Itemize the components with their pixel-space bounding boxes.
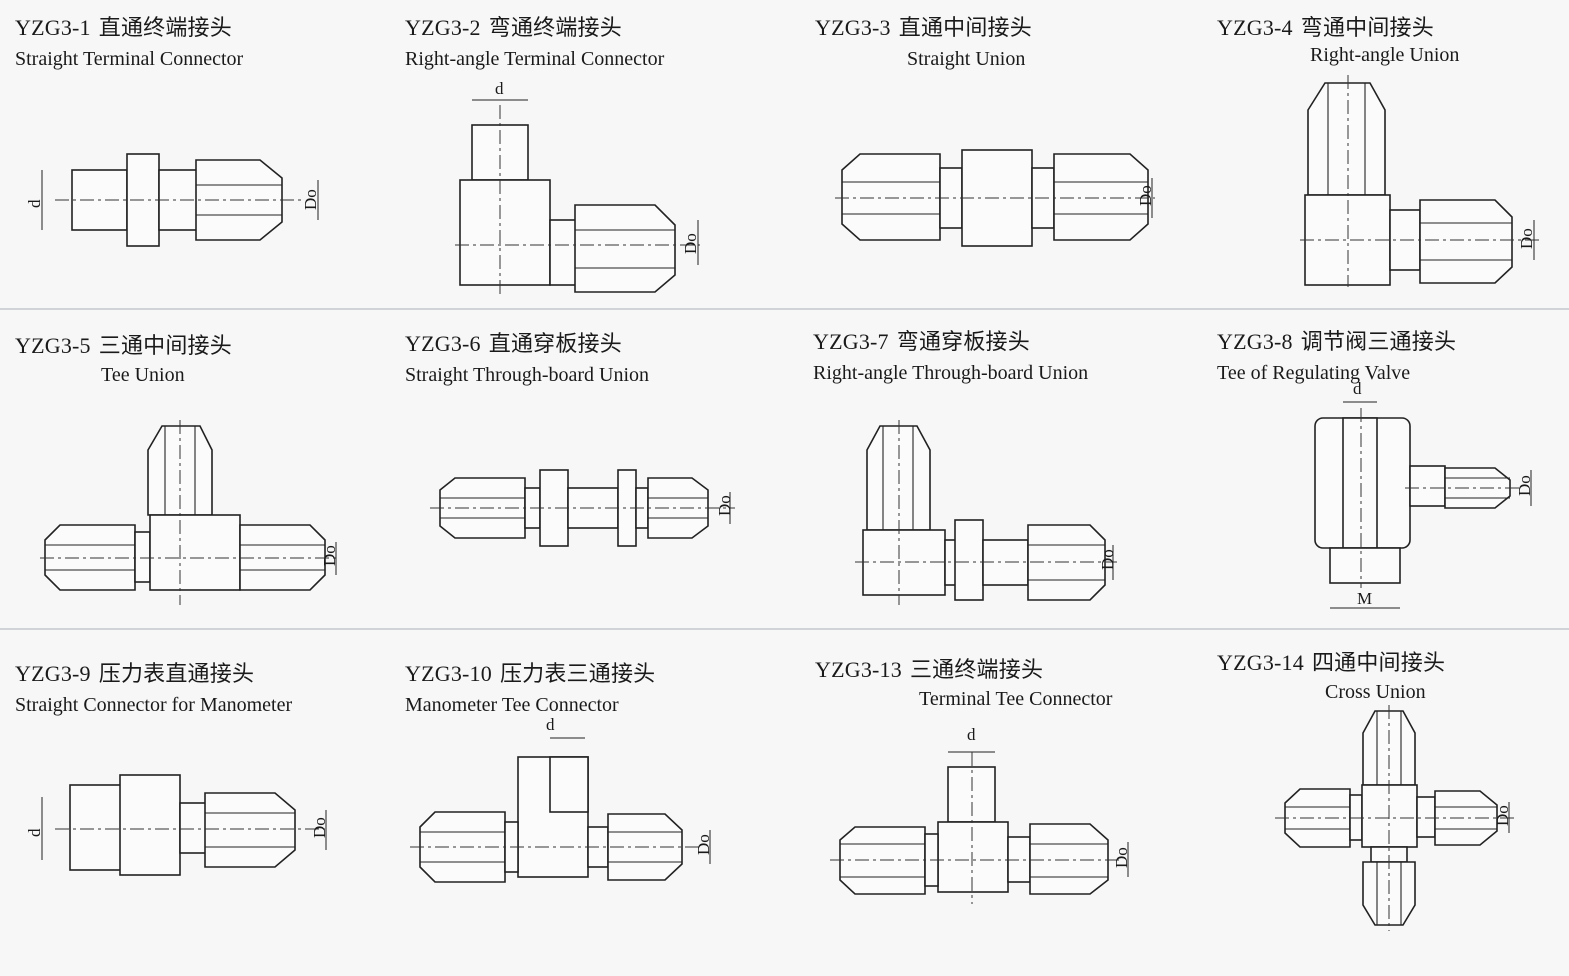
item-name-cn: 三通终端接头	[909, 657, 1044, 682]
item-yzg3-8: YZG3-8 调节阀三通接头 Tee of Regulating Valve	[1217, 324, 1456, 385]
dim-d: d	[25, 828, 44, 837]
right-angle-terminal-connector-drawing: d Do	[455, 80, 700, 295]
dim-d: d	[546, 715, 555, 734]
dim-do: Do	[1515, 475, 1534, 496]
item-code: YZG3-2	[405, 15, 481, 40]
item-title: YZG3-9 压力表直通接头	[15, 656, 292, 688]
item-code: YZG3-6	[405, 331, 481, 356]
item-title: YZG3-13 三通终端接头	[815, 652, 1112, 684]
item-title: YZG3-8 调节阀三通接头	[1217, 324, 1456, 356]
cross-union-drawing: Do	[1275, 705, 1515, 931]
item-yzg3-5: YZG3-5 三通中间接头 Tee Union	[15, 328, 232, 387]
right-angle-union-drawing: Do	[1300, 75, 1540, 287]
item-name-cn: 四通中间接头	[1311, 650, 1446, 675]
item-title: YZG3-1 直通终端接头	[15, 10, 243, 42]
item-name-en: Cross Union	[1325, 681, 1426, 703]
item-code: YZG3-3	[815, 15, 891, 40]
dim-do: Do	[1098, 549, 1117, 570]
item-name-en: Straight Connector for Manometer	[15, 694, 293, 716]
item-code: YZG3-1	[15, 15, 91, 40]
tee-union-drawing: Do	[40, 420, 340, 605]
dim-d: d	[967, 725, 976, 744]
item-yzg3-13: YZG3-13 三通终端接头 Terminal Tee Connector	[815, 652, 1112, 711]
item-name-cn: 直通穿板接头	[488, 331, 622, 356]
item-title: YZG3-4 弯通中间接头	[1217, 10, 1459, 42]
item-name-cn: 压力表直通接头	[98, 661, 255, 686]
item-title: YZG3-7 弯通穿板接头	[813, 324, 1088, 356]
row-divider	[0, 308, 1569, 310]
item-code: YZG3-8	[1217, 329, 1293, 354]
item-name-en: Straight Terminal Connector	[15, 48, 244, 70]
item-name-en: Straight Union	[907, 48, 1026, 70]
straight-through-board-union-drawing: Do	[430, 469, 735, 547]
item-code: YZG3-4	[1217, 15, 1293, 40]
item-name-en: Tee Union	[101, 364, 185, 386]
item-yzg3-4: YZG3-4 弯通中间接头 Right-angle Union	[1217, 10, 1459, 67]
dim-do: Do	[1136, 185, 1155, 206]
item-title: YZG3-14 四通中间接头	[1217, 645, 1445, 677]
item-name-cn: 弯通穿板接头	[896, 329, 1030, 354]
dim-do: Do	[1517, 228, 1536, 249]
item-name-cn: 调节阀三通接头	[1300, 329, 1457, 354]
manometer-tee-connector-drawing: d Do	[410, 715, 713, 883]
item-title: YZG3-6 直通穿板接头	[405, 326, 649, 358]
dim-do: Do	[320, 545, 339, 566]
terminal-tee-connector-drawing: d Do	[830, 725, 1131, 904]
item-code: YZG3-7	[813, 329, 889, 354]
item-yzg3-3: YZG3-3 直通中间接头 Straight Union	[815, 10, 1032, 71]
item-yzg3-9: YZG3-9 压力表直通接头 Straight Connector for Man…	[15, 656, 292, 717]
dim-do: Do	[1112, 847, 1131, 868]
item-name-en: Right-angle Through-board Union	[813, 362, 1089, 384]
item-name-cn: 三通中间接头	[98, 333, 232, 358]
item-code: YZG3-13	[815, 657, 902, 682]
item-name-cn: 弯通终端接头	[488, 15, 622, 40]
item-name-en: Right-angle Terminal Connector	[405, 48, 665, 70]
item-name-en: Terminal Tee Connector	[919, 688, 1113, 710]
dim-do: Do	[681, 233, 700, 254]
item-title: YZG3-10 压力表三通接头	[405, 656, 655, 688]
item-yzg3-10: YZG3-10 压力表三通接头 Manometer Tee Connector	[405, 656, 655, 717]
row-divider	[0, 628, 1569, 630]
item-yzg3-1: YZG3-1 直通终端接头 Straight Terminal Connector	[15, 10, 243, 71]
item-name-en: Manometer Tee Connector	[405, 694, 619, 716]
item-name-cn: 弯通中间接头	[1300, 15, 1434, 40]
straight-connector-for-manometer-drawing: d Do	[25, 774, 329, 876]
item-name-cn: 直通终端接头	[98, 15, 232, 40]
item-name-en: Right-angle Union	[1310, 44, 1460, 66]
dim-d: d	[1353, 379, 1362, 398]
item-code: YZG3-5	[15, 333, 91, 358]
dim-d: d	[495, 80, 504, 98]
tee-of-regulating-valve-drawing: d M Do	[1314, 379, 1534, 609]
item-name-cn: 压力表三通接头	[499, 661, 656, 686]
item-code: YZG3-9	[15, 661, 91, 686]
item-name-en: Straight Through-board Union	[405, 364, 650, 386]
item-yzg3-7: YZG3-7 弯通穿板接头 Right-angle Through-board U…	[813, 324, 1088, 385]
dim-d: d	[25, 199, 44, 208]
item-name-cn: 直通中间接头	[898, 15, 1032, 40]
item-code: YZG3-14	[1217, 650, 1304, 675]
dim-do: Do	[301, 189, 320, 210]
dim-do: Do	[715, 495, 734, 516]
dim-do: Do	[694, 834, 713, 855]
item-yzg3-6: YZG3-6 直通穿板接头 Straight Through-board Unio…	[405, 326, 649, 387]
item-yzg3-2: YZG3-2 弯通终端接头 Right-angle Terminal Connec…	[405, 10, 664, 71]
item-title: YZG3-5 三通中间接头	[15, 328, 232, 360]
right-angle-through-board-union-drawing: Do	[855, 420, 1117, 605]
item-name-en: Tee of Regulating Valve	[1217, 362, 1411, 384]
item-title: YZG3-2 弯通终端接头	[405, 10, 664, 42]
straight-union-drawing: Do	[835, 149, 1155, 247]
item-title: YZG3-3 直通中间接头	[815, 10, 1032, 42]
dim-do: Do	[1493, 805, 1512, 826]
item-code: YZG3-10	[405, 661, 492, 686]
item-yzg3-14: YZG3-14 四通中间接头 Cross Union	[1217, 645, 1445, 704]
dim-m: M	[1357, 589, 1372, 608]
dim-do: Do	[310, 817, 329, 838]
straight-terminal-connector-drawing: d Do	[25, 153, 320, 247]
